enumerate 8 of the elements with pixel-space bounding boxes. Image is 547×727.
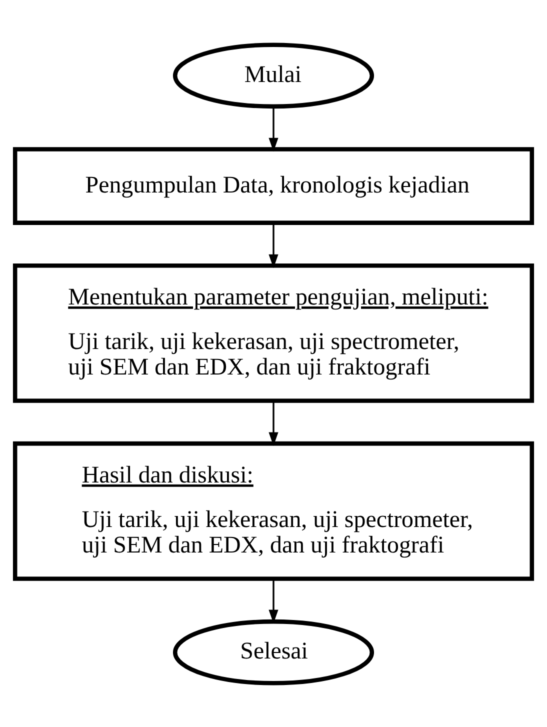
node-ellipse: Selesai [172, 618, 374, 685]
arrow [268, 400, 278, 446]
node-box: Hasil dan diskusi: Uji tarik, uji kekerasan, uji spectrometer, uji SEM dan EDX, dan uji fraktografi [12, 440, 534, 580]
arrow [268, 222, 278, 268]
node-ellipse: Mulai [172, 42, 374, 108]
arrow [268, 106, 278, 152]
node-box: Menentukan parameter pengujian, meliputi: Uji tarik, uji kekerasan, uji spectrometer, uji SEM dan EDX, dan uji fraktografi [12, 262, 534, 402]
node-box: Pengumpulan Data, kronologis kejadian [12, 146, 534, 224]
